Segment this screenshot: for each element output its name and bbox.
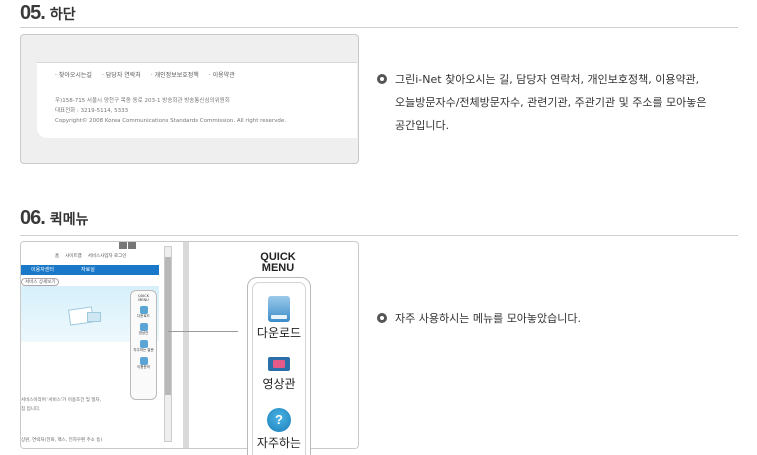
mini-nav-item: 홈 <box>55 254 60 259</box>
desc-line: 오늘방문자수/전체방문자수, 관련기관, 주관기관 및 주소를 모아놓은 <box>395 96 707 109</box>
section-06-title: 06 . 퀵메뉴 <box>20 207 88 230</box>
footer-link-terms: 이용약관 <box>209 70 235 79</box>
film-icon <box>139 323 148 331</box>
mini-scrollbar-thumb <box>165 257 171 395</box>
footer-copyright-line: Copyright© 2008 Korea Communications Sta… <box>55 118 287 124</box>
mini-qm-item-label: 다운로드 <box>137 314 150 318</box>
section-05-title: 05 . 하단 <box>20 2 76 25</box>
desc-line: 자주 사용하시는 메뉴를 모아놓았습니다. <box>395 312 582 325</box>
section-number: 06 <box>20 207 41 229</box>
window-button-icon <box>119 242 127 249</box>
desc-line: 그린i-Net 찾아오시는 길, 담당자 연락처, 개인보호정책, 이용약관, <box>395 73 700 86</box>
mini-qm-header-line: QUICK <box>137 294 150 298</box>
download-icon <box>139 306 148 314</box>
download-icon <box>268 296 290 322</box>
section-dot: . <box>40 207 46 229</box>
window-button-icon <box>128 242 136 249</box>
connector-line <box>168 331 238 332</box>
mini-qm-item: 이용문의 <box>131 357 156 370</box>
desc-line: 공간입니다. <box>395 119 450 132</box>
quick-menu-frame-inner <box>252 282 306 455</box>
mini-scrollbar <box>164 246 172 442</box>
mini-tabbar: 이용자센터 자료실 <box>21 265 159 275</box>
quick-item-label: 영상관 <box>262 377 296 391</box>
section-05-description: 그린i-Net 찾아오시는 길, 담당자 연락처, 개인보호정책, 이용약관, … <box>377 68 707 137</box>
mini-qm-item-label: 자주하는 질문 <box>133 348 154 352</box>
mini-body-text: 서비스이라며 '서비스'가 이용조건 및 절차, <box>21 398 102 403</box>
window-buttons <box>119 242 136 249</box>
film-icon <box>264 355 294 373</box>
footer-links: 찾아오시는길 담당자 연락처 개인정보보호정책 이용약관 <box>55 70 235 79</box>
footer-address: 우)158-715 서울시 양천구 목동 동로 203-1 방송회관 방송통신심… <box>55 96 286 126</box>
quick-item-label: 다운로드 <box>256 326 302 340</box>
quick-menu-label-line: MENU <box>261 262 295 274</box>
section-divider <box>20 235 738 236</box>
footer-phone-line: 대표전화 : 3219-5114, 5333 <box>55 108 129 114</box>
mini-nav-item: 서비스사업자 로그인 <box>87 254 127 259</box>
mini-body-text: 칩 입니다. <box>21 407 41 412</box>
section-name: 퀵메뉴 <box>49 212 89 228</box>
mini-qm-header: QUICK MENU <box>131 294 156 302</box>
mini-qm-header-line: MENU <box>138 298 149 302</box>
mini-body-text: 상원, 연락처(전화, 팩스, 전자우편 주소 등) <box>21 438 103 443</box>
mini-qm-item: 자주하는 질문 <box>131 340 156 353</box>
quick-item-faq: ? 자주하는 <box>252 408 306 451</box>
section-divider <box>20 27 738 28</box>
faq-icon <box>139 340 148 348</box>
section-number: 05 <box>20 2 41 24</box>
section-dot: . <box>40 2 46 24</box>
section-06-description: 자주 사용하시는 메뉴를 모아놓았습니다. <box>377 307 581 330</box>
quick-menu-label: QUICK MENU <box>245 252 311 274</box>
footer-link-privacy: 개인정보보호정책 <box>151 70 199 79</box>
mini-nav: 홈 사이트맵 서비스사업자 로그인 <box>55 253 126 259</box>
mini-quick-menu: QUICK MENU 다운로드 영상관 자주하는 질문 이용문의 <box>130 290 157 400</box>
footer-link-directions: 찾아오시는길 <box>55 70 92 79</box>
quick-item-download: 다운로드 <box>252 296 306 341</box>
question-icon: ? <box>267 408 291 432</box>
quick-item-video: 영상관 <box>252 355 306 392</box>
quick-menu-label-line: QUICK <box>260 251 296 263</box>
browser-preview: 홈 사이트맵 서비스사업자 로그인 이용자센터 자료실 서비스 상세보기 QUI… <box>21 242 189 448</box>
card-icon <box>87 312 101 322</box>
mini-qm-item-label: 이용문의 <box>137 365 150 369</box>
footer-link-contact: 담당자 연락처 <box>102 70 141 79</box>
inquiry-icon <box>139 357 148 365</box>
bullet-icon <box>377 313 387 323</box>
mini-sub-button: 서비스 상세보기 <box>21 278 60 286</box>
section-name: 하단 <box>49 7 76 23</box>
footer-address-line: 우)158-715 서울시 양천구 목동 동로 203-1 방송회관 방송통신심… <box>55 98 230 104</box>
quick-item-label: 자주하는 <box>256 436 302 450</box>
mini-qm-item: 다운로드 <box>131 306 156 319</box>
bullet-icon <box>377 74 387 84</box>
mini-qm-item-label: 영상관 <box>138 331 149 335</box>
mini-tab: 자료실 <box>81 267 95 273</box>
mini-tab: 이용자센터 <box>31 267 55 273</box>
mini-qm-item: 영상관 <box>131 323 156 336</box>
mini-nav-item: 사이트맵 <box>65 254 82 259</box>
